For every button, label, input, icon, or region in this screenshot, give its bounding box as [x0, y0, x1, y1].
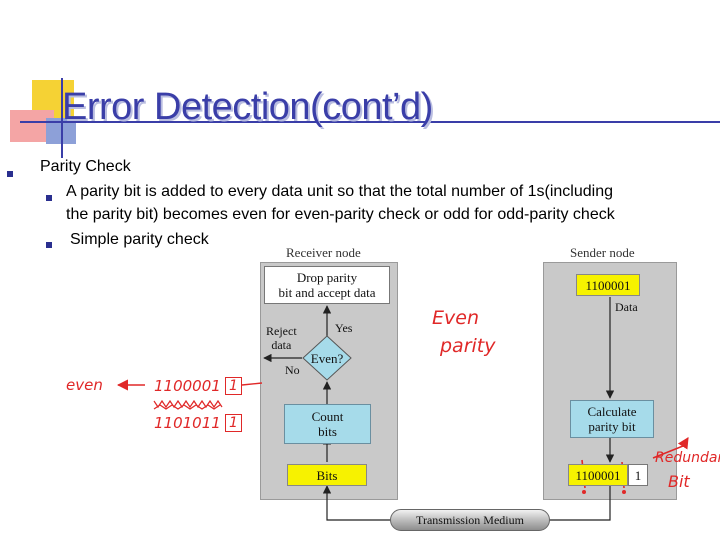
bullet-sub1-line2: the parity bit) becomes even for even-pa… [66, 206, 615, 223]
sender-node-title: Sender node [570, 245, 635, 260]
parity-bit-box: 1 [628, 464, 648, 486]
annotation-even-left: even [66, 376, 103, 394]
slide-title: Error Detection(cont’d) [62, 86, 433, 128]
annotation-row1: 1100001 [154, 377, 221, 395]
transmission-medium: Transmission Medium [390, 509, 550, 531]
annotation-row1-bit: 1 [225, 377, 242, 395]
drop-accept-box: Drop parity bit and accept data [264, 266, 390, 304]
bullet-main: Parity Check [40, 158, 131, 175]
annotation-even: Even [432, 307, 479, 329]
sender-bits-box: 1100001 [568, 464, 628, 486]
decor-vertical-line [61, 78, 63, 158]
sender-data-box: 1100001 [576, 274, 640, 296]
bullet-sub1-line1: A parity bit is added to every data unit… [66, 183, 613, 200]
no-label: No [285, 363, 300, 377]
even-decision-diamond [302, 335, 352, 381]
decor-horizontal-line [20, 121, 720, 123]
bullet-marker-main [7, 171, 13, 177]
reject-data-label: Reject data [266, 324, 297, 352]
even-decision-label: Even? [310, 350, 344, 366]
annotation-bit: Bit [668, 472, 690, 491]
yes-label: Yes [335, 321, 353, 335]
annotation-parity: parity [440, 335, 496, 357]
bullet-marker-sub1 [46, 195, 52, 201]
annotation-scribble [152, 397, 238, 413]
calculate-parity-box: Calculate parity bit [570, 400, 654, 438]
annotation-redundant: Redundant [655, 450, 720, 466]
annotation-row2-bit: 1 [225, 414, 242, 432]
bullet-marker-sub2 [46, 242, 52, 248]
receiver-node-title: Receiver node [286, 245, 361, 260]
count-bits-box: Count bits [284, 404, 371, 444]
receiver-bits-box: Bits [287, 464, 367, 486]
data-label: Data [615, 300, 638, 314]
bullet-sub2: Simple parity check [70, 231, 209, 248]
annotation-row2: 1101011 [154, 414, 221, 432]
